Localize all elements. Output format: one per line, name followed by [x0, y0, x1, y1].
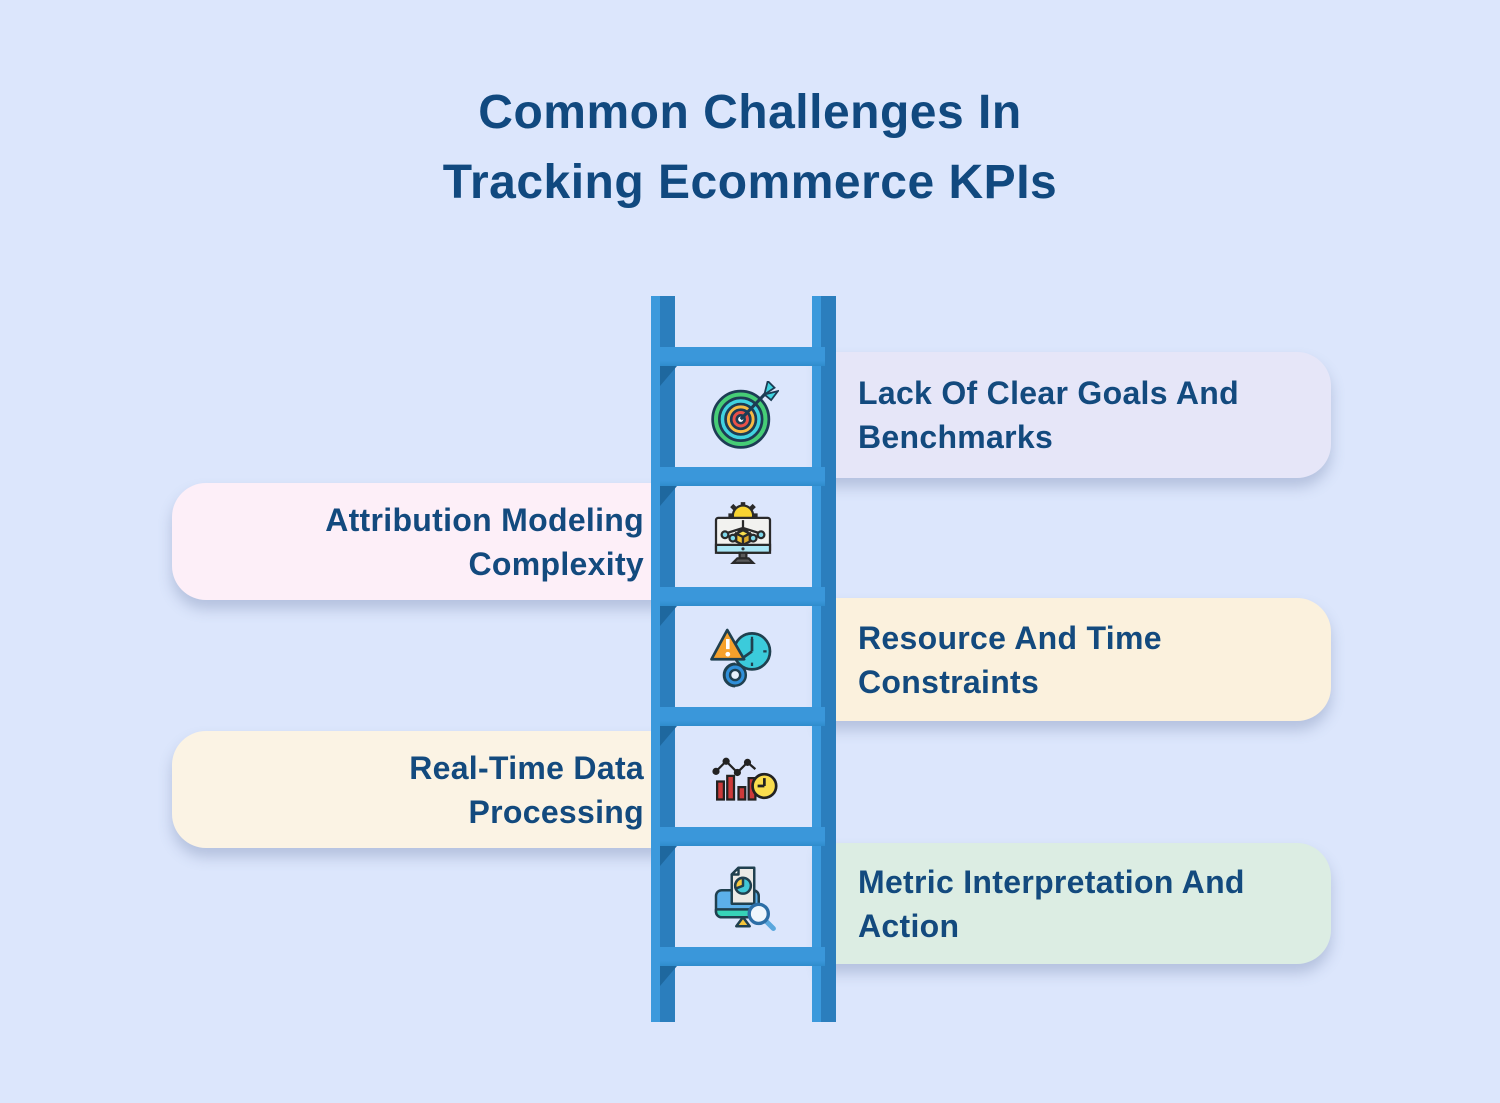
card-lack-of-clear-goals: Lack Of Clear Goals And Benchmarks [820, 352, 1331, 478]
warning-clock-icon [707, 621, 779, 693]
card-label: Metric Interpretation And Action [858, 863, 1245, 944]
title-line-2: Tracking Ecommerce KPIs [442, 156, 1058, 209]
ladder-rung [660, 587, 825, 606]
ladder-left-rail [651, 296, 675, 1022]
card-label: Attribution Modeling Complexity [325, 501, 644, 582]
ladder-rung [660, 827, 825, 846]
card-label: Resource And Time Constraints [858, 619, 1162, 700]
card-resource-time-constraints: Resource And Time Constraints [820, 598, 1331, 721]
ladder-rung [660, 707, 825, 726]
report-search-icon [707, 861, 779, 933]
target-icon [707, 381, 779, 453]
card-label: Lack Of Clear Goals And Benchmarks [858, 375, 1239, 455]
card-metric-interpretation: Metric Interpretation And Action [820, 843, 1331, 964]
chart-clock-icon [707, 741, 779, 813]
card-real-time-data: Real-Time Data Processing [172, 731, 664, 848]
ladder-rung [660, 947, 825, 966]
ladder-right-rail [812, 296, 836, 1022]
ladder-rung [660, 347, 825, 366]
page-title: Common Challenges In Tracking Ecommerce … [0, 78, 1500, 218]
title-line-1: Common Challenges In [478, 86, 1022, 139]
process-monitor-icon [707, 501, 779, 573]
card-attribution-modeling: Attribution Modeling Complexity [172, 483, 664, 600]
card-label: Real-Time Data Processing [409, 749, 644, 830]
ladder-rung [660, 467, 825, 486]
